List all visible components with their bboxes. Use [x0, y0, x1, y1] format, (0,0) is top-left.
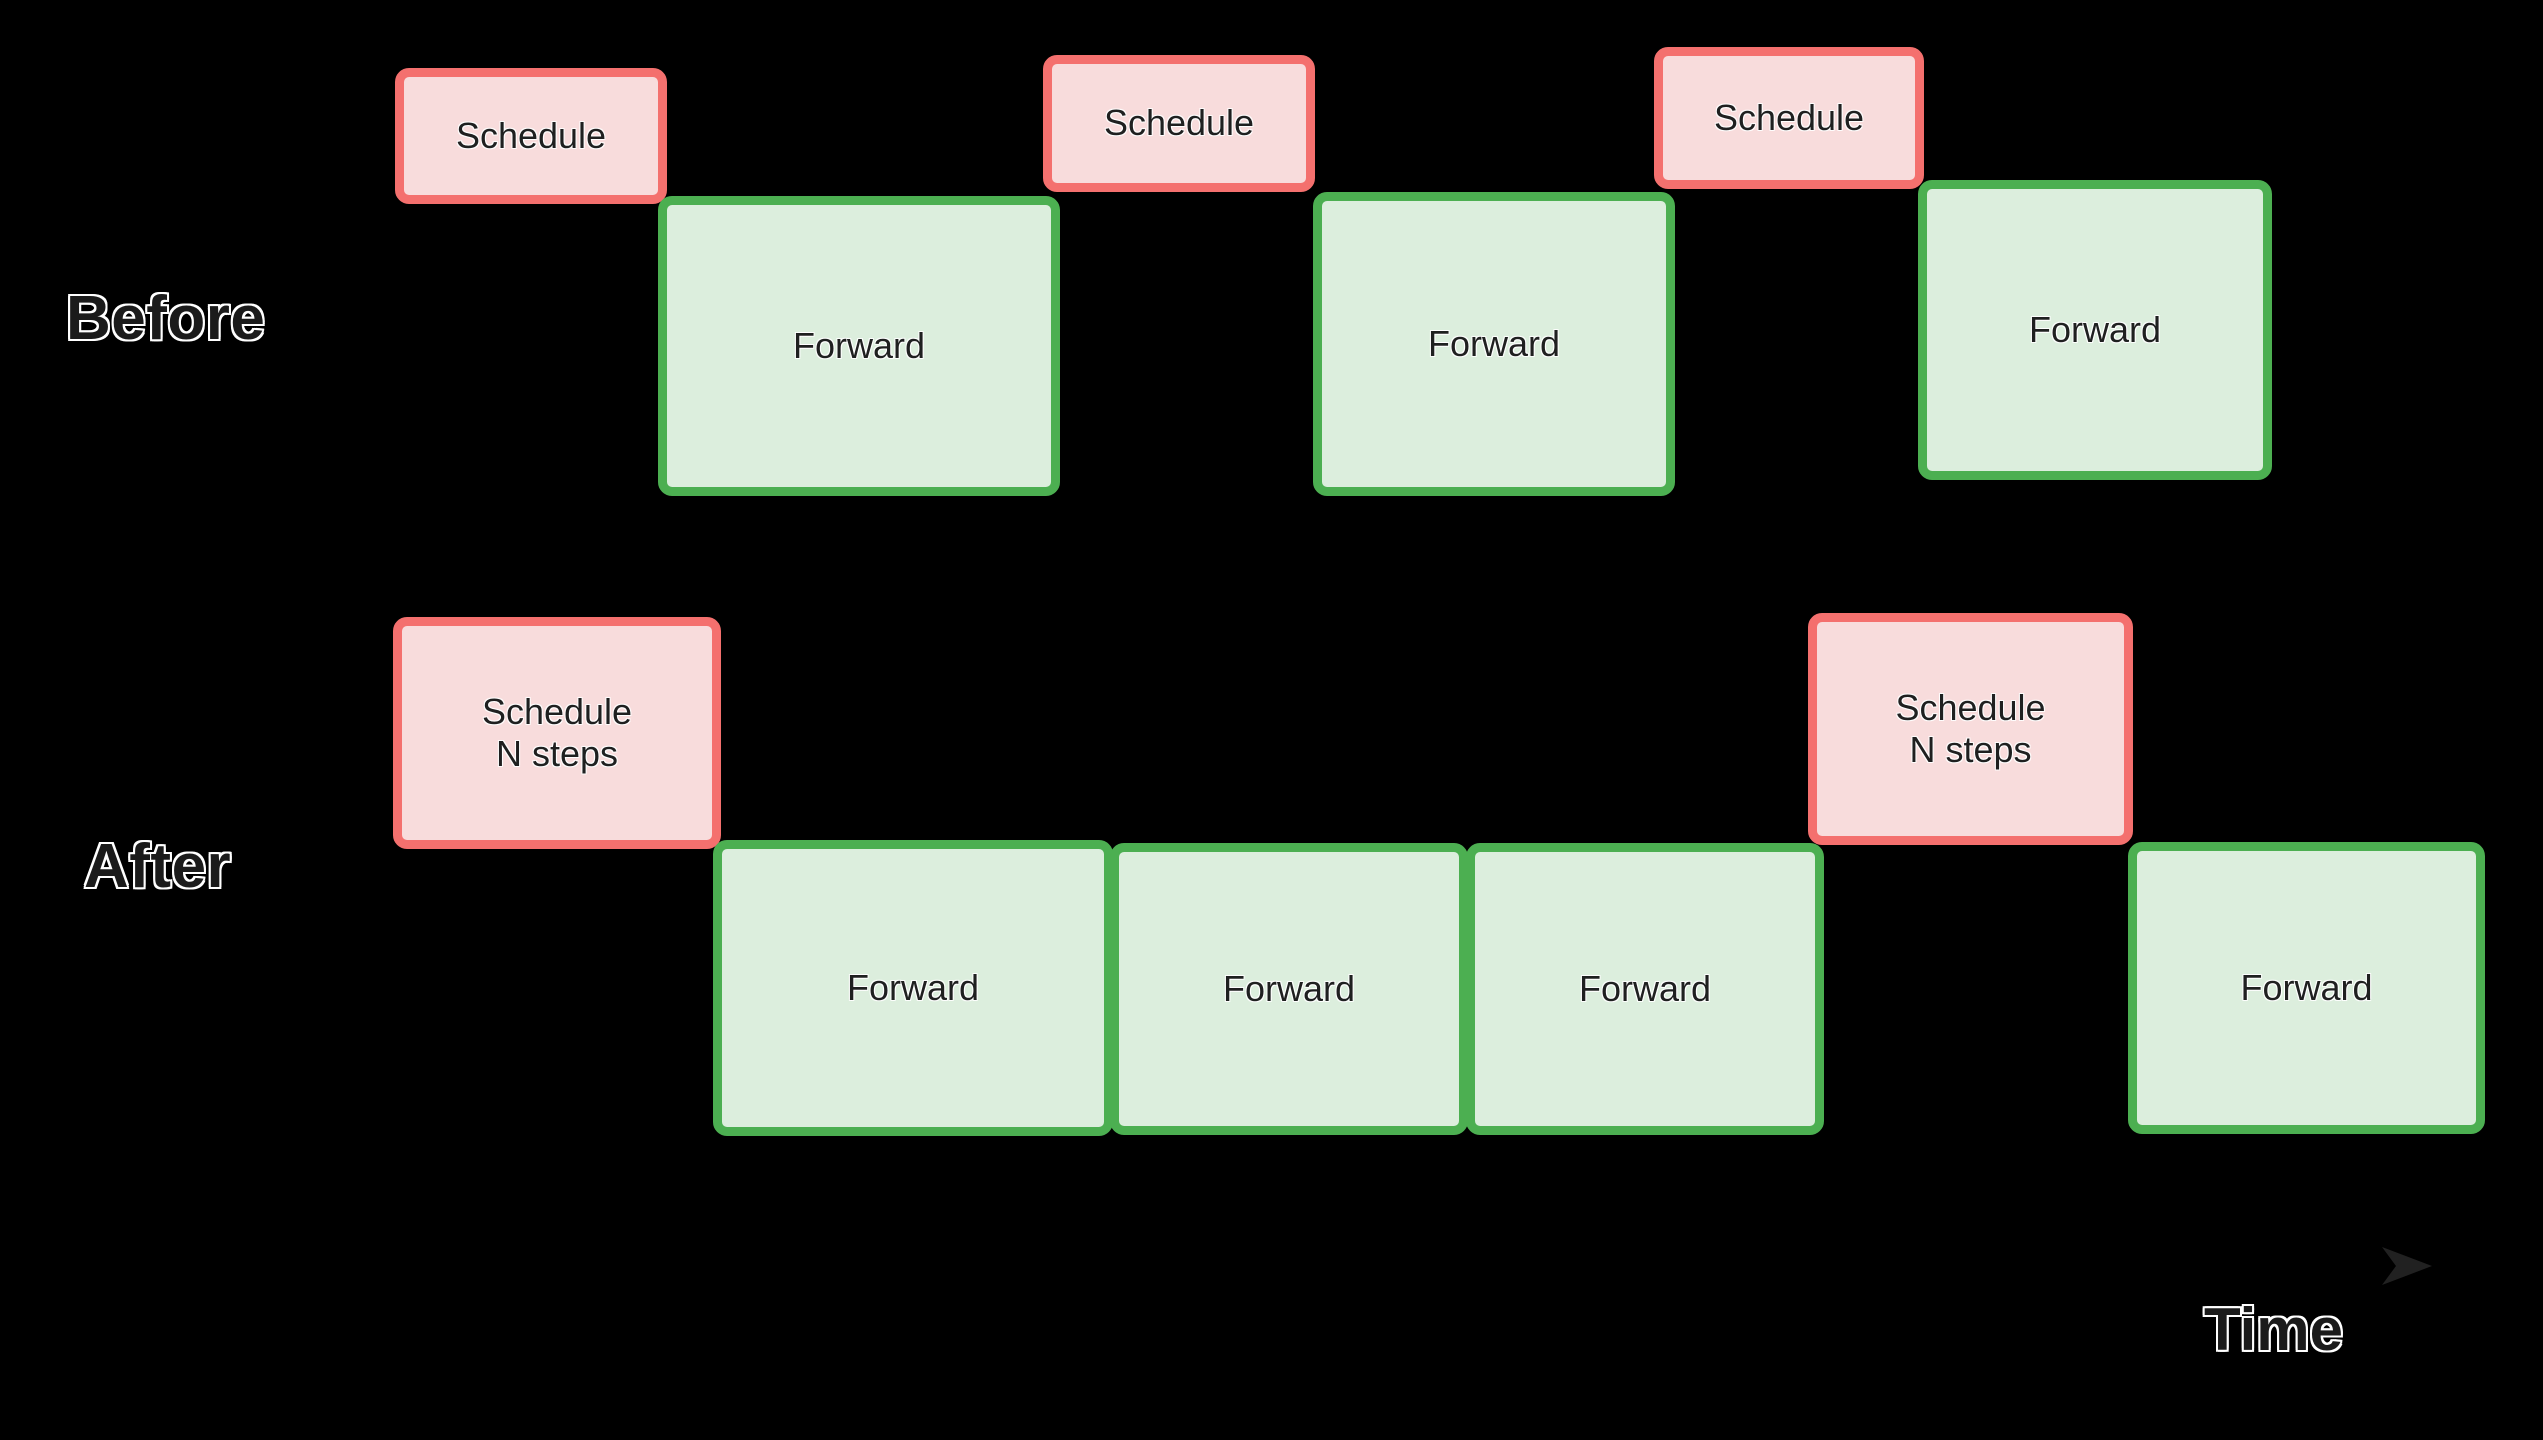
after-schedule-block-1[interactable]: Schedule N steps: [393, 617, 721, 849]
row-label-before: Before: [64, 284, 266, 353]
after-forward-block-3[interactable]: Forward: [1466, 843, 1824, 1135]
after-schedule-block-2[interactable]: Schedule N steps: [1808, 613, 2133, 845]
after-forward-block-4[interactable]: Forward: [2128, 842, 2485, 1134]
block-label: Forward: [846, 966, 980, 1008]
time-axis-label: Time: [2203, 1296, 2345, 1363]
row-label-after: After: [82, 832, 232, 901]
block-label: Forward: [2240, 966, 2373, 1008]
block-label: Forward: [1427, 322, 1561, 364]
before-forward-block-3[interactable]: Forward: [1918, 180, 2272, 480]
before-forward-block-2[interactable]: Forward: [1313, 192, 1675, 496]
block-label: Schedule N steps: [1895, 686, 2046, 770]
block-label: Forward: [1578, 967, 1712, 1009]
before-schedule-block-3[interactable]: Schedule: [1654, 47, 1924, 189]
before-schedule-block-2[interactable]: Schedule: [1043, 55, 1315, 192]
before-schedule-block-1[interactable]: Schedule: [395, 68, 667, 204]
before-forward-block-1[interactable]: Forward: [658, 196, 1060, 496]
block-label: Forward: [792, 324, 926, 366]
block-label: Schedule: [1713, 96, 1865, 138]
block-label: Forward: [1222, 967, 1356, 1009]
after-forward-block-1[interactable]: Forward: [713, 840, 1113, 1136]
time-axis-arrow: [378, 1247, 2432, 1285]
block-label: Forward: [2028, 308, 2162, 350]
block-label: Schedule N steps: [481, 690, 633, 774]
block-label: Schedule: [1103, 102, 1255, 144]
after-forward-block-2[interactable]: Forward: [1110, 843, 1468, 1135]
block-label: Schedule: [455, 114, 607, 156]
